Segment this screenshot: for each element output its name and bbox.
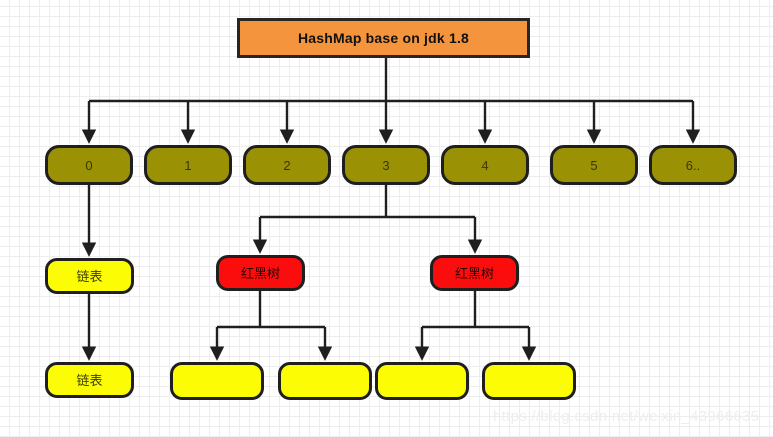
bucket-label-5: 5 (590, 157, 598, 173)
bucket-label-3: 3 (382, 157, 390, 173)
bucket-node-6[interactable]: 6.. (649, 145, 737, 185)
hashmap-title-label: HashMap base on jdk 1.8 (297, 30, 470, 46)
watermark-text: https://blog.csdn.net/weixin_43966635 (493, 408, 760, 425)
red-black-tree-node-right[interactable]: 红黑树 (430, 255, 519, 291)
linked-list-node-1[interactable]: 链表 (45, 258, 134, 294)
red-black-tree-node-left[interactable]: 红黑树 (216, 255, 305, 291)
bucket-label-6: 6.. (685, 157, 701, 173)
tree-leaf-node-3[interactable] (482, 362, 576, 400)
bucket-label-0: 0 (85, 157, 93, 173)
bucket-label-2: 2 (283, 157, 291, 173)
bucket-node-0[interactable]: 0 (45, 145, 133, 185)
tree-leaf-node-0[interactable] (170, 362, 264, 400)
bucket-label-4: 4 (481, 157, 489, 173)
bucket-node-3[interactable]: 3 (342, 145, 430, 185)
bucket-node-2[interactable]: 2 (243, 145, 331, 185)
linked-list-label-2: 链表 (76, 372, 103, 388)
hashmap-title-node[interactable]: HashMap base on jdk 1.8 (237, 18, 530, 58)
bucket-node-4[interactable]: 4 (441, 145, 529, 185)
linked-list-label-1: 链表 (76, 268, 103, 284)
bucket-node-1[interactable]: 1 (144, 145, 232, 185)
tree-leaf-node-1[interactable] (278, 362, 372, 400)
bucket-node-5[interactable]: 5 (550, 145, 638, 185)
linked-list-node-2[interactable]: 链表 (45, 362, 134, 398)
bucket-label-1: 1 (184, 157, 192, 173)
red-black-tree-label-left: 红黑树 (240, 265, 280, 281)
red-black-tree-label-right: 红黑树 (454, 265, 494, 281)
tree-leaf-node-2[interactable] (375, 362, 469, 400)
